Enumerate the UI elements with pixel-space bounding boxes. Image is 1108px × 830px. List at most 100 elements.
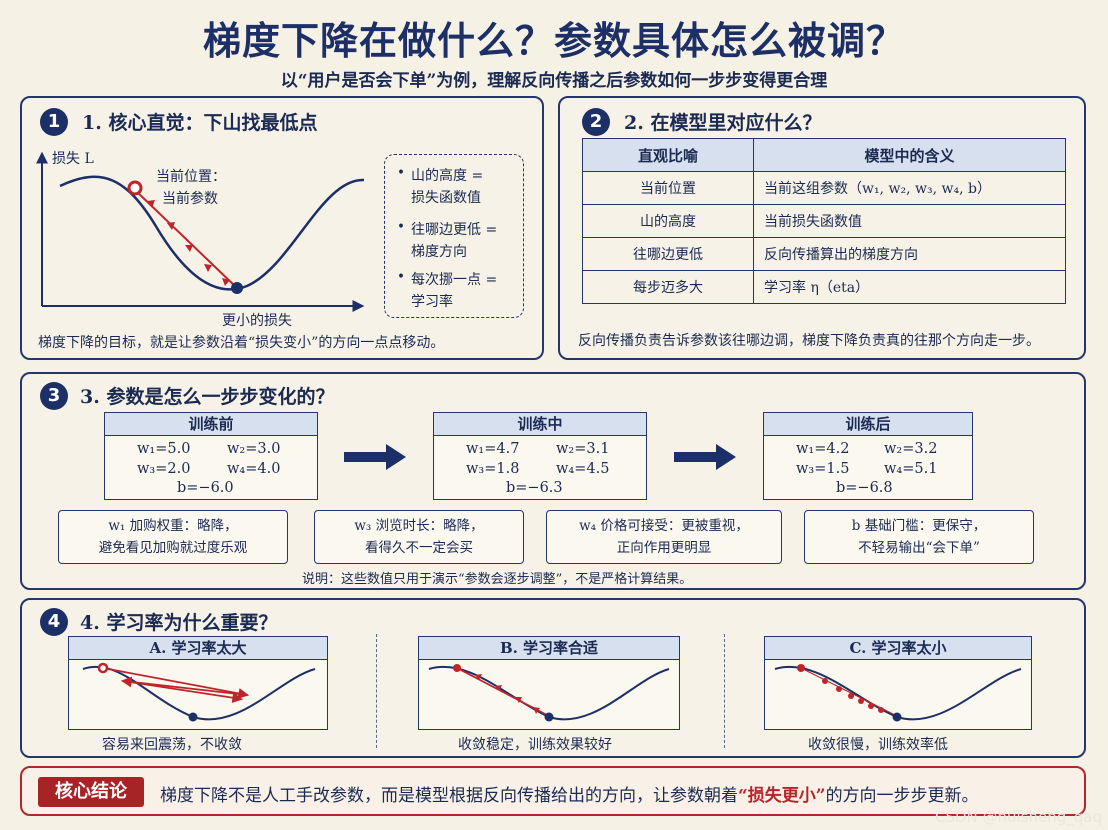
param-value: w₁=5.0 bbox=[137, 441, 191, 457]
param-value: w₂=3.2 bbox=[884, 441, 938, 457]
param-value: w₁=4.7 bbox=[466, 441, 520, 457]
param-note: w₁ 加购权重：略降， 避免看见加购就过度乐观 bbox=[58, 510, 288, 564]
lr-case-title: B. 学习率合适 bbox=[419, 637, 679, 660]
table-cell: 往哪边更低 bbox=[582, 237, 754, 271]
divider bbox=[724, 634, 725, 748]
panel-number-2: 2 bbox=[582, 108, 610, 136]
lr-case-title: A. 学习率太大 bbox=[69, 637, 327, 660]
table-cell: 学习率 η（eta） bbox=[753, 270, 1066, 304]
panel-model-mapping: 2 2. 在模型里对应什么？ 直观比喻 模型中的含义 当前位置 当前这组参数（w… bbox=[558, 96, 1086, 360]
note-line: 不轻易输出“会下单” bbox=[858, 540, 980, 556]
param-value: b=−6.8 bbox=[836, 480, 893, 496]
table-cell: 当前位置 bbox=[582, 171, 754, 205]
note-line: w₁ 加购权重：略降， bbox=[108, 518, 238, 534]
panel-heading: 1. 核心直觉：下山找最低点 bbox=[82, 112, 318, 134]
legend-line: 损失函数值 bbox=[411, 190, 481, 206]
note-line: b 基础门槛：更保守， bbox=[851, 518, 987, 534]
legend-line: 往哪边更低 = bbox=[411, 222, 498, 238]
param-value: w₂=3.0 bbox=[227, 441, 281, 457]
param-value: b=−6.3 bbox=[506, 480, 563, 496]
page-title: 梯度下降在做什么？参数具体怎么被调？ bbox=[202, 18, 905, 63]
disclaimer: 说明：这些数值只用于演示“参数会逐步调整”，不是严格计算结果。 bbox=[302, 572, 693, 587]
conclusion-tag: 核心结论 bbox=[38, 777, 144, 807]
stage-title: 训练前 bbox=[105, 413, 317, 436]
note-line: 正向作用更明显 bbox=[616, 540, 712, 556]
panel-caption: 反向传播负责告诉参数该往哪边调，梯度下降负责真的往那个方向走一步。 bbox=[578, 333, 1040, 349]
minimum-marker bbox=[231, 282, 243, 294]
table-row: 每步迈多大 学习率 η（eta） bbox=[582, 270, 1066, 304]
watermark: CSDN @huisheng_qaq bbox=[934, 808, 1102, 826]
param-note: w₃ 浏览时长：略降， 看得久不一定会买 bbox=[314, 510, 524, 564]
table-cell: 山的高度 bbox=[582, 204, 754, 238]
lr-large-curve bbox=[82, 662, 316, 722]
stage-title: 训练中 bbox=[434, 413, 646, 436]
param-value: w₁=4.2 bbox=[796, 441, 850, 457]
conclusion-text-b: 的方向一步步更新。 bbox=[825, 786, 979, 806]
table-cell: 反向传播算出的梯度方向 bbox=[753, 237, 1066, 271]
param-value: w₃=1.8 bbox=[466, 461, 520, 477]
table-cell: 当前损失函数值 bbox=[753, 204, 1066, 238]
legend-line: 每次挪一点 = bbox=[411, 272, 498, 288]
current-position-marker bbox=[127, 180, 143, 196]
table-header-row: 直观比喻 模型中的含义 bbox=[582, 138, 1066, 172]
current-position-label: 当前位置： bbox=[156, 169, 226, 185]
param-value: w₃=2.0 bbox=[137, 461, 191, 477]
panel-number-4: 4 bbox=[40, 608, 68, 636]
table-header-cell: 模型中的含义 bbox=[753, 138, 1066, 172]
lr-small-curve bbox=[774, 664, 1022, 722]
panel-heading: 3. 参数是怎么一步步变化的？ bbox=[80, 386, 335, 408]
legend-line: 山的高度 = bbox=[411, 168, 484, 184]
lr-case-caption: 收敛稳定，训练效果较好 bbox=[458, 737, 612, 753]
table-header-cell: 直观比喻 bbox=[582, 138, 754, 172]
table-cell: 当前这组参数（w₁, w₂, w₃, w₄, b） bbox=[753, 171, 1066, 205]
table-row: 当前位置 当前这组参数（w₁, w₂, w₃, w₄, b） bbox=[582, 171, 1066, 205]
divider bbox=[376, 634, 377, 748]
param-value: w₄=4.5 bbox=[556, 461, 610, 477]
table-row: 往哪边更低 反向传播算出的梯度方向 bbox=[582, 237, 1066, 271]
panel-learning-rate: 4 4. 学习率为什么重要？ A. 学习率太大 容易来回震荡，不收敛 B. 学习… bbox=[20, 598, 1086, 758]
conclusion-highlight: “损失更小” bbox=[738, 786, 826, 806]
param-value: b=−6.0 bbox=[177, 480, 234, 496]
lr-case-good: B. 学习率合适 bbox=[418, 636, 680, 730]
panel-core-intuition: 1 1. 核心直觉：下山找最低点 损失 L 当前位置： 当前参数 更小的损失 •… bbox=[20, 96, 544, 360]
lr-case-caption: 容易来回震荡，不收敛 bbox=[102, 737, 242, 753]
table-row: 山的高度 当前损失函数值 bbox=[582, 204, 1066, 238]
stage-box-during: 训练中 w₁=4.7 w₂=3.1 w₃=1.8 w₄=4.5 b=−6.3 bbox=[433, 412, 647, 500]
stage-box-after: 训练后 w₁=4.2 w₂=3.2 w₃=1.5 w₄=5.1 b=−6.8 bbox=[763, 412, 973, 500]
panel-heading: 2. 在模型里对应什么？ bbox=[624, 112, 822, 134]
lr-case-small: C. 学习率太小 bbox=[764, 636, 1032, 730]
legend-line: 学习率 bbox=[411, 294, 453, 310]
arrow-right-icon bbox=[674, 444, 736, 470]
param-value: w₂=3.1 bbox=[556, 441, 610, 457]
panel-number-1: 1 bbox=[40, 108, 68, 136]
panel-caption: 梯度下降的目标，就是让参数沿着“损失变小”的方向一点点移动。 bbox=[38, 335, 445, 351]
lr-case-large: A. 学习率太大 bbox=[68, 636, 328, 730]
axis-ylabel: 损失 L bbox=[52, 151, 94, 167]
param-value: w₄=4.0 bbox=[227, 461, 281, 477]
table-cell: 每步迈多大 bbox=[582, 270, 754, 304]
page-subtitle: 以“用户是否会下单”为例，理解反向传播之后参数如何一步步变得更合理 bbox=[280, 71, 828, 91]
legend-line: 梯度方向 bbox=[411, 244, 467, 260]
param-note: w₄ 价格可接受：更被重视， 正向作用更明显 bbox=[546, 510, 782, 564]
param-value: w₃=1.5 bbox=[796, 461, 850, 477]
lr-case-caption: 收敛很慢，训练效率低 bbox=[808, 737, 948, 753]
min-loss-label: 更小的损失 bbox=[222, 313, 292, 329]
conclusion-bar: 核心结论 梯度下降不是人工手改参数，而是模型根据反向传播给出的方向，让参数朝着“… bbox=[20, 766, 1086, 816]
lr-case-title: C. 学习率太小 bbox=[765, 637, 1031, 660]
legend-box: • 山的高度 = 损失函数值 • 往哪边更低 = 梯度方向 • 每次挪一点 = … bbox=[384, 154, 524, 318]
conclusion-text-a: 梯度下降不是人工手改参数，而是模型根据反向传播给出的方向，让参数朝着 bbox=[160, 786, 738, 806]
panel-heading: 4. 学习率为什么重要？ bbox=[80, 612, 278, 634]
param-value: w₄=5.1 bbox=[884, 461, 938, 477]
stage-box-before: 训练前 w₁=5.0 w₂=3.0 w₃=2.0 w₄=4.0 b=−6.0 bbox=[104, 412, 318, 500]
current-param-label: 当前参数 bbox=[162, 191, 218, 207]
note-line: 看得久不一定会买 bbox=[365, 540, 473, 556]
panel-number-3: 3 bbox=[40, 382, 68, 410]
stage-title: 训练后 bbox=[764, 413, 972, 436]
note-line: 避免看见加购就过度乐观 bbox=[98, 540, 248, 556]
arrow-right-icon bbox=[344, 444, 406, 470]
mapping-table: 直观比喻 模型中的含义 当前位置 当前这组参数（w₁, w₂, w₃, w₄, … bbox=[582, 138, 1066, 304]
param-note: b 基础门槛：更保守， 不轻易输出“会下单” bbox=[804, 510, 1034, 564]
descent-curve-diagram bbox=[36, 151, 365, 312]
note-line: w₃ 浏览时长：略降， bbox=[354, 518, 484, 534]
panel-parameter-change: 3 3. 参数是怎么一步步变化的？ 训练前 w₁=5.0 w₂=3.0 w₃=2… bbox=[20, 372, 1086, 590]
